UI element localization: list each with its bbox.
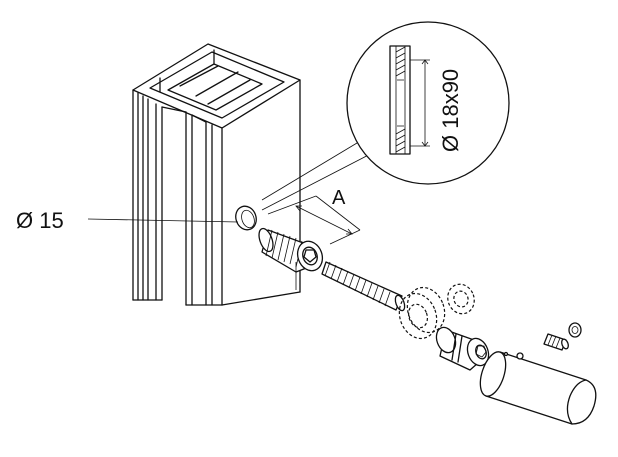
threaded-insert <box>258 227 324 290</box>
washers-dashed <box>398 283 475 340</box>
aluminium-profile <box>132 43 301 306</box>
round-tube <box>479 351 597 425</box>
detail-dimension-label: Ø 18x90 <box>438 69 463 152</box>
hole-diameter-label: Ø 15 <box>16 208 64 233</box>
small-cap-nut <box>568 322 582 338</box>
dimension-a-lines <box>267 195 361 245</box>
hole-leader-line <box>87 218 239 223</box>
detail-callout <box>261 21 510 211</box>
dimension-a-label: A <box>332 187 346 209</box>
spacer-nut <box>435 326 490 371</box>
grub-screw <box>543 333 569 351</box>
drilled-hole <box>235 205 257 231</box>
threaded-rod <box>321 261 406 312</box>
